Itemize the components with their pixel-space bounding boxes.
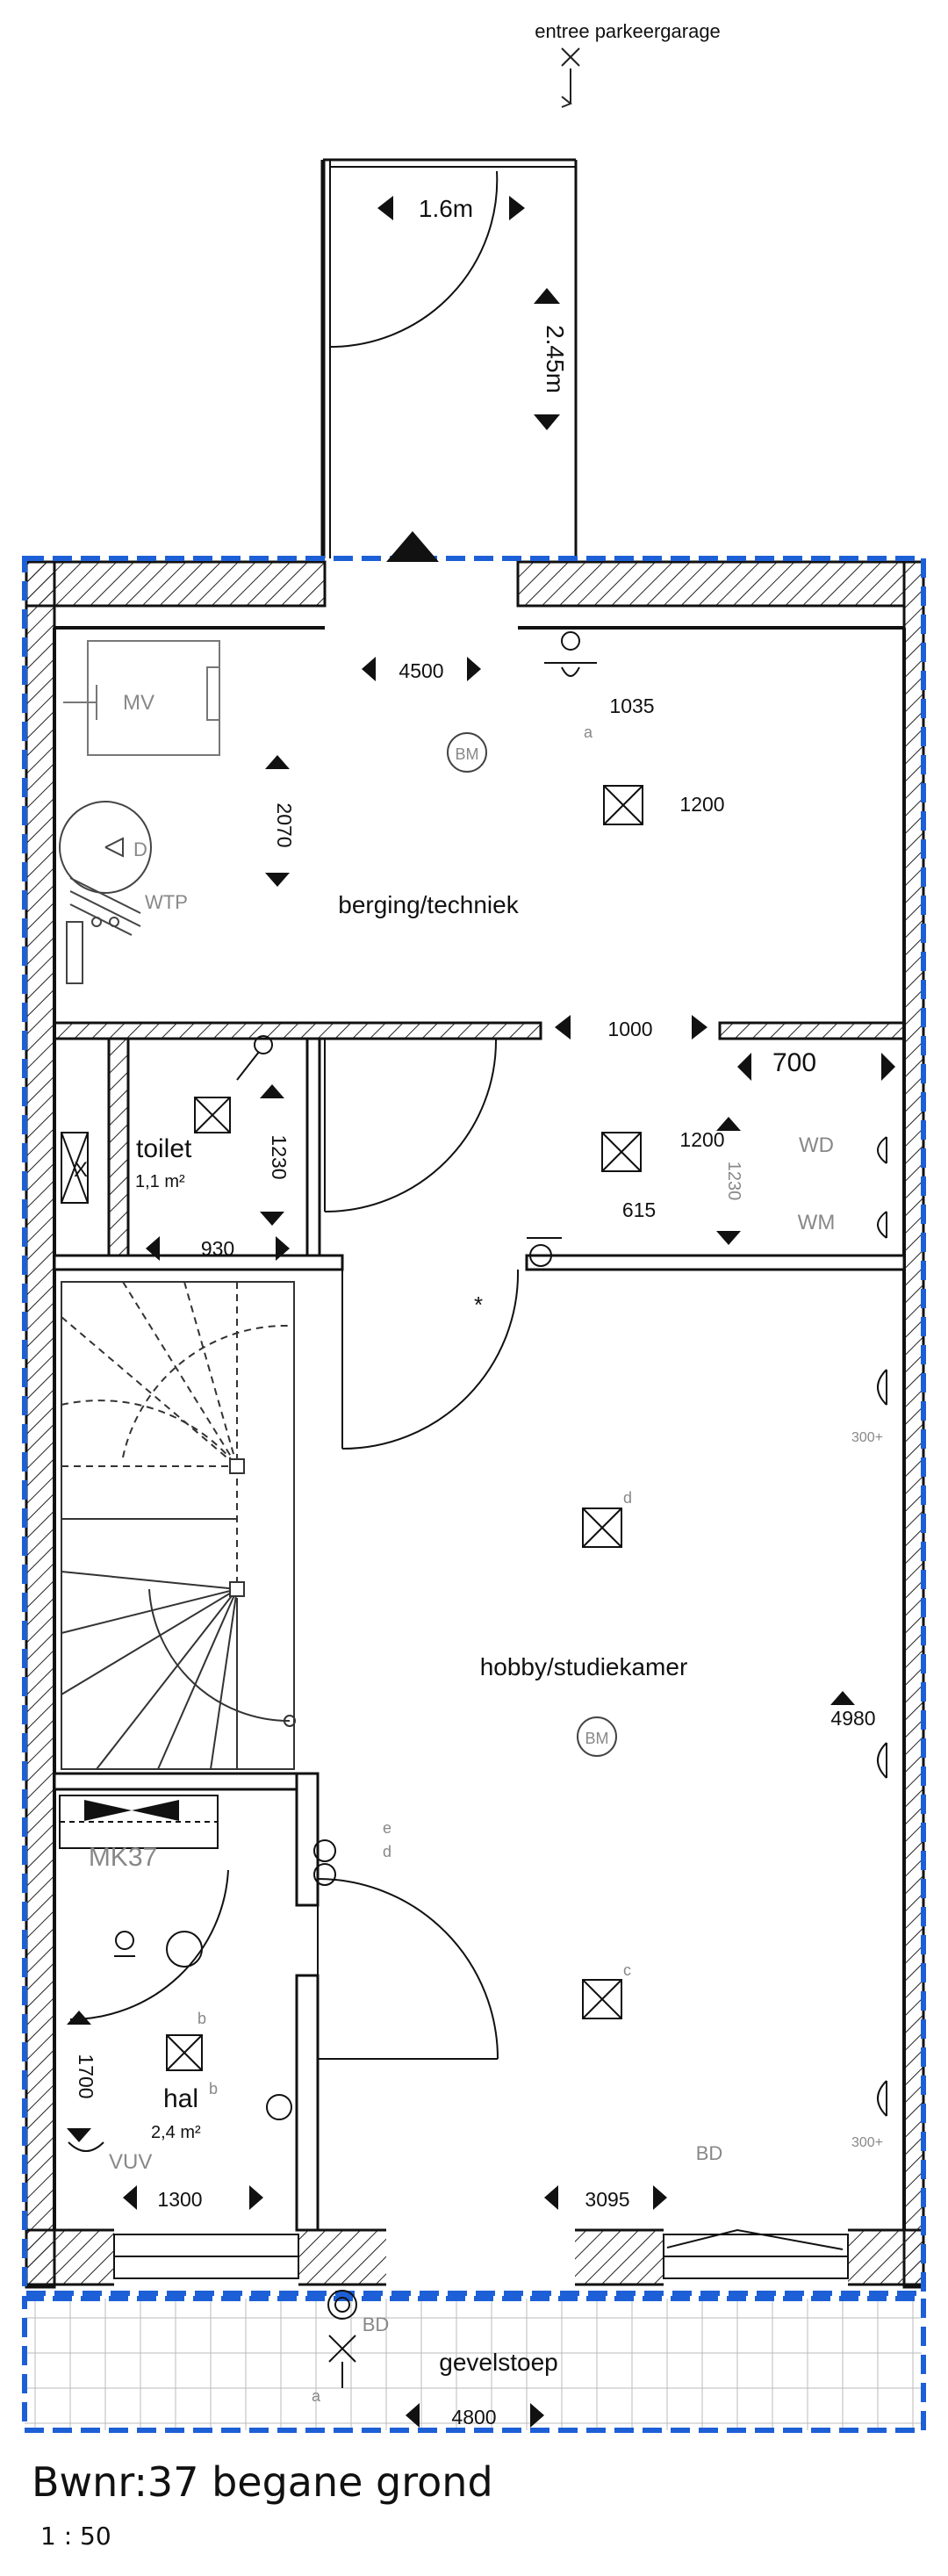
circuit-letter: b bbox=[198, 2010, 206, 2027]
dim-3095: 3095 bbox=[585, 2188, 629, 2211]
circuit-letter: d bbox=[383, 1843, 391, 1860]
garage-entry-symbol bbox=[561, 47, 580, 108]
entrance-marker bbox=[386, 531, 439, 562]
dim-1000: 1000 bbox=[607, 1018, 652, 1040]
room-hobby-label: hobby/studiekamer bbox=[480, 1653, 688, 1680]
garage-depth-text: 2.45m bbox=[542, 325, 569, 393]
smoke-detector-label: BM bbox=[456, 745, 479, 763]
meter-cupboard-symbol-right bbox=[132, 1800, 179, 1821]
dimension-arrows bbox=[67, 657, 895, 2428]
staircase bbox=[61, 1281, 296, 1770]
toilet-label: toilet bbox=[136, 1134, 192, 1163]
wtp-unit bbox=[66, 877, 141, 984]
water-heater bbox=[59, 801, 152, 894]
dim-700: 700 bbox=[772, 1048, 816, 1077]
asterisk-symbol: * bbox=[474, 1292, 483, 1318]
dim-4800: 4800 bbox=[451, 2406, 496, 2428]
hall-label: hal bbox=[163, 2084, 198, 2113]
ceiling-light bbox=[582, 1979, 622, 2019]
toilet-area-label: 1,1 m² bbox=[135, 1172, 185, 1191]
garage-depth-dimension bbox=[534, 288, 560, 430]
wall-outlet-icons bbox=[68, 631, 887, 2388]
dim-615: 615 bbox=[622, 1198, 656, 1221]
smoke-detector-icon bbox=[577, 1716, 617, 1757]
garage-entry-label: entree parkeergarage bbox=[535, 20, 721, 42]
smoke-detector-label: BM bbox=[585, 1730, 609, 1747]
building-outline bbox=[22, 556, 926, 2433]
mv-unit bbox=[63, 640, 220, 756]
ceiling-light bbox=[601, 1132, 642, 1172]
facade-pavement-area bbox=[25, 2299, 922, 2430]
bd-outside-label: BD bbox=[363, 2313, 390, 2335]
dim-1230-right: 1230 bbox=[724, 1162, 743, 1201]
garage-width-dimension bbox=[377, 196, 525, 220]
heater-label: D bbox=[133, 838, 147, 860]
dim-2070: 2070 bbox=[273, 802, 296, 847]
inner-wall-lines bbox=[53, 626, 906, 2230]
meter-cupboard-label: MK37 bbox=[89, 1843, 157, 1872]
facade-pavement-label: gevelstoep bbox=[439, 2349, 557, 2376]
interior-walls bbox=[53, 1021, 906, 2232]
garage-width-text: 1.6m bbox=[419, 195, 473, 222]
circuit-letter: a bbox=[584, 723, 593, 741]
ceiling-light bbox=[582, 1507, 622, 1548]
hall-window bbox=[113, 2234, 299, 2279]
ceiling-light bbox=[194, 1097, 231, 1133]
ceiling-light bbox=[166, 2034, 203, 2071]
circuit-letter: a bbox=[312, 2387, 321, 2405]
circuit-letter: d bbox=[623, 1489, 632, 1507]
circuit-letter: b bbox=[209, 2080, 218, 2097]
front-door-opening bbox=[386, 2227, 575, 2288]
meter-cupboard-symbol bbox=[84, 1800, 132, 1821]
outlet-height-upper: 300+ bbox=[851, 1430, 883, 1445]
dim-1200-top: 1200 bbox=[679, 793, 724, 816]
ceiling-light bbox=[603, 785, 643, 825]
doors bbox=[59, 1038, 520, 2060]
dim-930: 930 bbox=[201, 1237, 234, 1260]
circuit-letter: c bbox=[623, 1961, 631, 1979]
wm-label: WM bbox=[798, 1211, 836, 1234]
drawing-scale: 1 : 50 bbox=[40, 2522, 111, 2551]
garage-annex bbox=[320, 158, 578, 558]
circuit-letter: e bbox=[383, 1819, 391, 1837]
outer-walls bbox=[25, 560, 925, 2289]
wd-label: WD bbox=[799, 1133, 834, 1157]
drawing-caption: Bwnr:37 begane grond bbox=[32, 2458, 493, 2506]
ceiling-light bbox=[61, 1132, 89, 1204]
hall-area-label: 2,4 m² bbox=[151, 2123, 201, 2142]
entrance-opening bbox=[327, 558, 516, 609]
mv-label: MV bbox=[123, 691, 154, 715]
smoke-detector-icon bbox=[447, 732, 487, 773]
vuv-label: VUV bbox=[109, 2150, 152, 2174]
room-storage-label: berging/techniek bbox=[338, 891, 519, 918]
cupboard-x-label: X bbox=[74, 1158, 88, 1182]
dim-1200-mid: 1200 bbox=[679, 1128, 724, 1151]
front-window bbox=[663, 2228, 849, 2279]
dim-1300: 1300 bbox=[157, 2188, 202, 2211]
wtp-label: WTP bbox=[145, 891, 188, 913]
dim-1700: 1700 bbox=[75, 2054, 97, 2098]
dim-1035: 1035 bbox=[609, 694, 654, 717]
dim-4980: 4980 bbox=[830, 1707, 875, 1730]
outlet-height-lower: 300+ bbox=[851, 2135, 883, 2150]
dim-4500: 4500 bbox=[399, 659, 443, 682]
bd-window-label: BD bbox=[696, 2142, 723, 2164]
dim-1230-toilet: 1230 bbox=[268, 1134, 291, 1179]
